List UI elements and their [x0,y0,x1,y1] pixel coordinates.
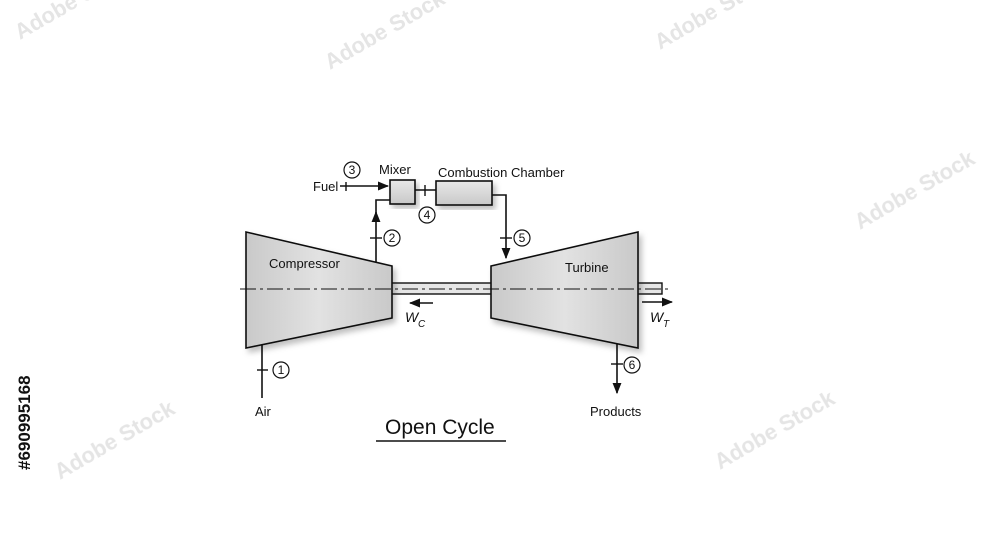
turbine-label: Turbine [565,260,609,275]
compressor-label: Compressor [269,256,340,271]
svg-text:6: 6 [629,358,636,372]
air-label: Air [255,404,272,419]
mixer [389,179,416,205]
state-point-4: 4 [418,206,436,224]
watermark-text: Adobe Stock [10,0,140,44]
work-compressor-label: W C [405,309,426,330]
combustion-chamber [435,180,493,206]
compressor [245,230,393,349]
work-turbine-label: W T [650,309,670,330]
watermark-text: Adobe Stock [50,395,180,484]
state-point-1: 1 [272,361,290,379]
fuel-label: Fuel [313,179,338,194]
state-point-2: 2 [383,229,401,247]
pipe-compressor-to-mixer [375,199,390,262]
watermark-text: Adobe Stock [850,145,980,234]
state-point-3: 3 [343,161,361,179]
state-point-5: 5 [513,229,531,247]
products-label: Products [590,404,642,419]
watermark-text: Adobe Stock [650,0,780,54]
svg-text:C: C [418,319,426,330]
svg-text:4: 4 [424,208,431,222]
svg-text:1: 1 [278,363,285,377]
diagram-title: Open Cycle [385,416,495,439]
svg-text:W: W [405,309,420,325]
mixer-label: Mixer [379,162,411,177]
turbine [490,230,639,349]
pipe-combustor-to-turbine [492,194,511,260]
watermark-text: Adobe Stock [710,385,840,474]
stock-id-text: #690995168 [15,375,34,470]
svg-text:2: 2 [389,231,396,245]
state-points: 1 2 3 4 5 6 [272,161,641,379]
svg-text:3: 3 [349,163,356,177]
watermark-pattern: Adobe Stock Adobe Stock Adobe Stock Adob… [10,0,980,484]
state-ticks [257,182,623,371]
combustion-chamber-label: Combustion Chamber [438,165,565,180]
svg-text:W: W [650,309,665,325]
watermark-text: Adobe Stock [320,0,450,74]
svg-text:T: T [663,319,670,330]
state-point-6: 6 [623,356,641,374]
svg-text:5: 5 [519,231,526,245]
